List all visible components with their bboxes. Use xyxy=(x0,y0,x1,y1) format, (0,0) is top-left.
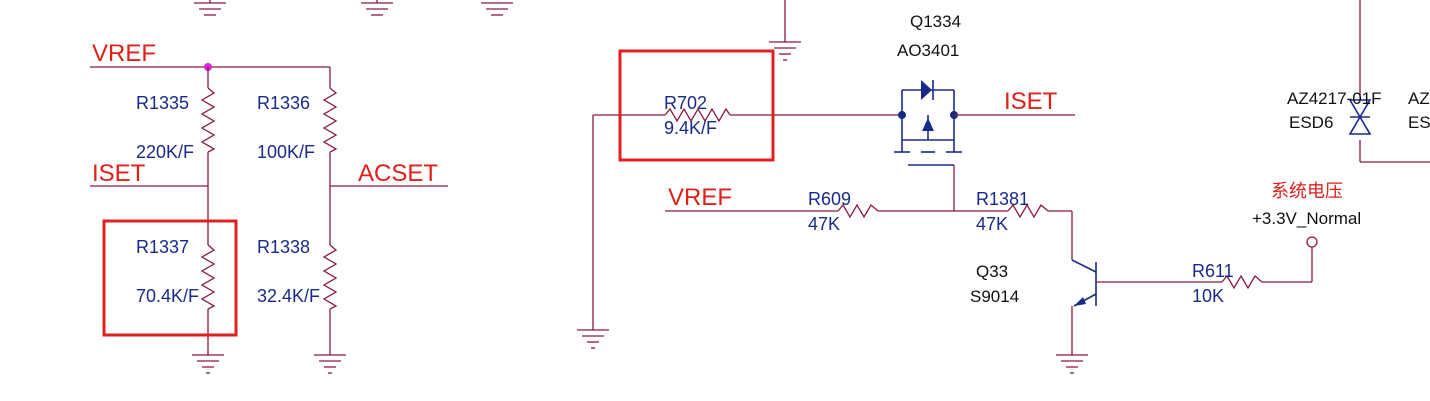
ground-symbol-top-2 xyxy=(361,0,393,16)
net-label-vref-right: VREF xyxy=(668,184,732,211)
junction-mosfet-source xyxy=(898,111,906,119)
transistor-ref-q33: Q33 xyxy=(976,262,1008,281)
resistor-r609 xyxy=(837,203,879,219)
resistor-r1381 xyxy=(1007,203,1049,219)
resistor-r611 xyxy=(1221,274,1263,290)
resistor-ref-r609: R609 xyxy=(808,189,851,209)
ground-symbol-top-3 xyxy=(481,2,513,16)
ground-symbol-r1337 xyxy=(192,354,224,374)
ground-symbol-r1338 xyxy=(314,354,346,374)
transistor-part-q1334: AO3401 xyxy=(897,41,959,60)
diode-part-b: AZ xyxy=(1408,89,1430,108)
resistor-value-r1336: 100K/F xyxy=(257,142,315,162)
resistor-value-r609: 47K xyxy=(808,214,840,234)
diode-ref-b: ES xyxy=(1408,113,1430,132)
net-label-acset: ACSET xyxy=(358,160,438,187)
resistor-value-r1335: 220K/F xyxy=(136,142,194,162)
resistor-ref-r1337: R1337 xyxy=(136,237,189,257)
resistor-r1336 xyxy=(322,87,338,153)
resistor-value-r1338: 32.4K/F xyxy=(257,286,320,306)
transistor-ref-q1334: Q1334 xyxy=(910,12,961,31)
ground-symbol-q33 xyxy=(1056,354,1088,374)
diode-part-a: AZ4217-01F xyxy=(1287,89,1382,108)
resistor-r702 xyxy=(664,107,731,123)
resistor-ref-r702: R702 xyxy=(664,93,707,113)
resistor-value-r1381: 47K xyxy=(976,214,1008,234)
ground-symbol-top-right xyxy=(769,41,801,61)
mosfet-q1334 xyxy=(894,80,962,211)
ground-symbol-left-vertical xyxy=(577,329,609,349)
esd-diode-icon xyxy=(1348,99,1372,135)
resistor-r1335 xyxy=(200,87,216,153)
resistor-ref-r1335: R1335 xyxy=(136,93,189,113)
highlight-box-r1337 xyxy=(102,219,238,337)
resistor-ref-r1338: R1338 xyxy=(257,237,310,257)
net-label-iset-left: ISET xyxy=(92,160,146,187)
diode-ref-a: ESD6 xyxy=(1289,113,1333,132)
supply-port-icon xyxy=(1306,236,1318,248)
ground-symbol-top-1 xyxy=(194,0,226,16)
resistor-ref-r611: R611 xyxy=(1192,261,1234,281)
resistor-ref-r1336: R1336 xyxy=(257,93,310,113)
resistor-r1337 xyxy=(200,244,216,310)
resistor-r1338 xyxy=(322,244,338,310)
resistor-value-r702: 9.4K/F xyxy=(664,118,717,138)
net-label-supply-cn: 系统电压 xyxy=(1271,181,1343,202)
highlight-box-r702 xyxy=(618,49,775,162)
resistor-value-r611: 10K xyxy=(1192,286,1224,306)
net-label-supply: +3.3V_Normal xyxy=(1252,209,1361,228)
transistor-part-q33: S9014 xyxy=(970,287,1019,306)
resistor-ref-r1381: R1381 xyxy=(976,189,1029,209)
net-label-iset-right: ISET xyxy=(1004,88,1058,115)
net-label-vref-left: VREF xyxy=(92,40,156,67)
bjt-q33 xyxy=(1071,259,1097,355)
resistor-value-r1337: 70.4K/F xyxy=(136,286,199,306)
